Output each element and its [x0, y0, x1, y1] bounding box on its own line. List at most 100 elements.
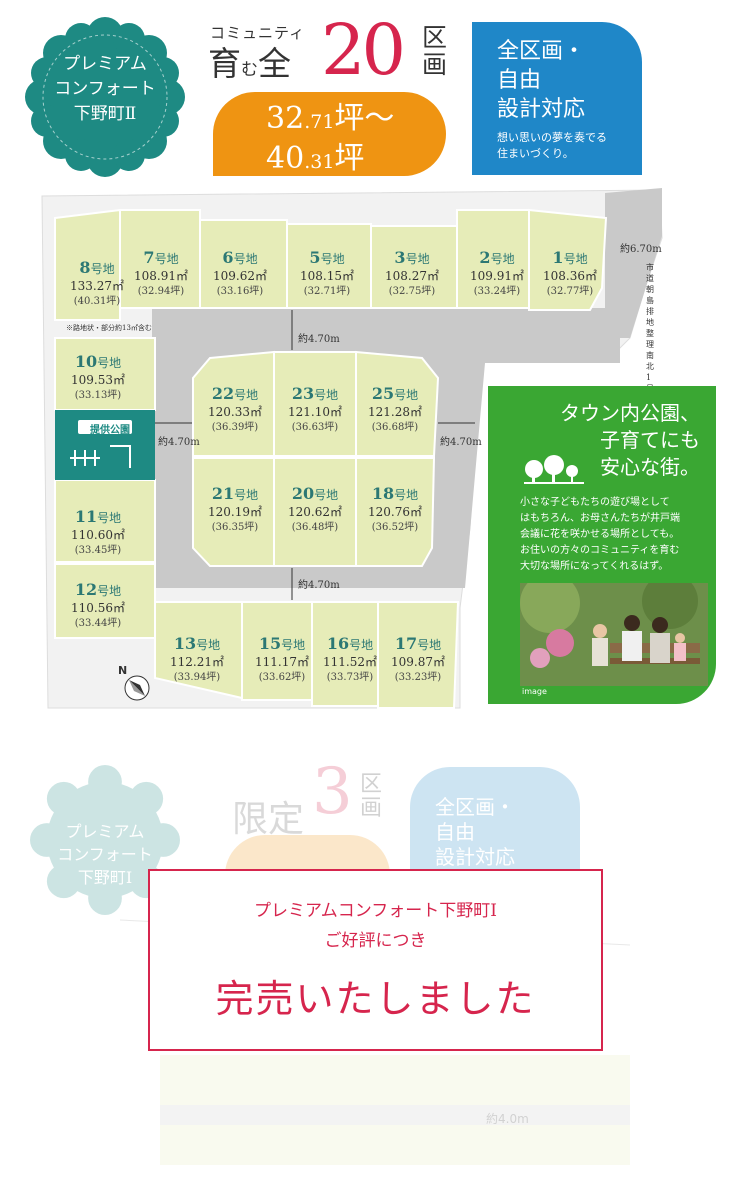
- faded-design-label: 全区画・自由設計対応: [435, 795, 515, 869]
- lot-11-label: 11号地: [74, 507, 122, 526]
- city-road-label: 市道 朝島排地整理南北1号線: [646, 263, 654, 404]
- lot-20-area: 120.62㎡: [288, 505, 342, 519]
- faded-count: 3: [312, 755, 353, 829]
- lot-3-tsubo: (32.75坪): [388, 286, 436, 297]
- lot-18-label: 18号地: [371, 484, 419, 503]
- lot-8-label: 8号地: [79, 258, 115, 277]
- lot-1-label: 1号地: [552, 248, 588, 267]
- lot-11-area: 110.60㎡: [71, 528, 125, 542]
- lot-15-label: 15号地: [258, 634, 306, 653]
- lot-7-label: 7号地: [143, 248, 179, 267]
- faded-previous-project: プレミアムコンフォート下野町Ⅰ 限定 3 区画 全区画・自由設計対応 約4.0m: [0, 755, 750, 1185]
- lot-17-area: 109.87㎡: [391, 655, 445, 669]
- lot-11-tsubo: (33.45坪): [74, 545, 122, 556]
- north-compass-icon: [124, 675, 150, 701]
- road-width-bottom: 約4.70m: [298, 580, 340, 591]
- lot-15-tsubo: (33.62坪): [258, 672, 306, 683]
- lot-16-area: 111.52㎡: [323, 655, 377, 669]
- park-feature-body: 小さな子どもたちの遊び場として はもちろん、お母さんたちが井戸端 会議に花を咲か…: [520, 497, 680, 572]
- lot-12-tsubo: (33.44坪): [74, 618, 122, 629]
- badge-label: プレミアム コンフォート 下野町Ⅱ: [54, 54, 156, 124]
- lot-16-label: 16号地: [326, 634, 374, 653]
- lot-7-area: 108.91㎡: [134, 269, 188, 283]
- family-photo: [520, 583, 708, 686]
- lot-2-tsubo: (33.24坪): [473, 286, 521, 297]
- park-feature-title: タウン内公園、 子育てにも 安心な街。: [560, 401, 700, 479]
- lot-13-area: 112.21㎡: [170, 655, 224, 669]
- sold-out-notice: [148, 869, 603, 1051]
- lot-20-tsubo: (36.48坪): [291, 522, 339, 533]
- lot-18-tsubo: (36.52坪): [371, 522, 419, 533]
- park-label: 提供公園: [90, 425, 130, 436]
- lot-10-tsubo: (33.13坪): [74, 390, 122, 401]
- lot-10-area: 109.53㎡: [71, 373, 125, 387]
- kukaku-label: 区画: [422, 23, 448, 79]
- image-label: image: [522, 687, 547, 696]
- sold-out-message: 完売いたしました: [215, 977, 536, 1021]
- lot-25-label: 25号地: [371, 384, 419, 403]
- faded-badge-icon: [30, 765, 180, 915]
- faded-kukaku: 区画: [360, 772, 383, 821]
- lot-5-tsubo: (32.71坪): [303, 286, 351, 297]
- lot-7-tsubo: (32.94坪): [137, 286, 185, 297]
- lot-2-area: 109.91㎡: [470, 269, 524, 283]
- lot-6-label: 6号地: [222, 248, 258, 267]
- lot-6-area: 109.62㎡: [213, 269, 267, 283]
- free-design-panel: [472, 22, 642, 175]
- badge-flower-icon: [25, 17, 185, 177]
- north-label: N: [118, 664, 128, 677]
- lot-12-area: 110.56㎡: [71, 601, 125, 615]
- lot-23-area: 121.10㎡: [288, 405, 342, 419]
- lot-21-area: 120.19㎡: [208, 505, 262, 519]
- tree-icon: [524, 455, 584, 484]
- road-width-right: 約4.70m: [440, 437, 482, 448]
- lot-15-area: 111.17㎡: [255, 655, 309, 669]
- lot-23-label: 23号地: [291, 384, 339, 403]
- faded-limited: 限定: [232, 799, 305, 840]
- lot-1-area: 108.36㎡: [543, 269, 597, 283]
- lot-6-tsubo: (33.16坪): [216, 286, 264, 297]
- lot-21-label: 21号地: [211, 484, 259, 503]
- lot8-note: ※路地状・部分約13㎡含む: [66, 324, 152, 332]
- lot-count: 20: [321, 9, 406, 91]
- lot-18-area: 120.76㎡: [368, 505, 422, 519]
- lot-22-tsubo: (36.39坪): [211, 422, 259, 433]
- lot-1-tsubo: (32.77坪): [546, 286, 594, 297]
- lot-17-label: 17号地: [394, 634, 442, 653]
- lot-22-area: 120.33㎡: [208, 405, 262, 419]
- lot-5-area: 108.15㎡: [300, 269, 354, 283]
- road-width-top: 約4.70m: [298, 334, 340, 345]
- faded-map: [119, 919, 631, 1165]
- lot-25-tsubo: (36.68坪): [371, 422, 419, 433]
- road-width-left: 約4.70m: [158, 437, 200, 448]
- lot-3-area: 108.27㎡: [385, 269, 439, 283]
- lot-8-area: 133.27㎡: [70, 279, 124, 293]
- lot-23-tsubo: (36.63坪): [291, 422, 339, 433]
- faded-badge-label: プレミアムコンフォート下野町Ⅰ: [57, 822, 153, 887]
- faded-blue-panel: [410, 767, 580, 887]
- faded-road-width: 約4.0m: [486, 1112, 529, 1126]
- lot-13-label: 13号地: [173, 634, 221, 653]
- lot-17-tsubo: (33.23坪): [394, 672, 442, 683]
- size-range-min: 32.71坪～: [266, 101, 395, 136]
- lot-2-label: 2号地: [479, 248, 515, 267]
- lot-3-label: 3号地: [394, 248, 430, 267]
- free-design-title: 全区画・ 自由 設計対応: [497, 39, 586, 122]
- sold-out-project-name: プレミアムコンフォート下野町Ⅰ: [253, 901, 497, 921]
- lot-10-label: 10号地: [74, 352, 122, 371]
- road-east: [605, 188, 662, 338]
- lot-12-label: 12号地: [74, 580, 122, 599]
- site-plan-map: [41, 188, 663, 709]
- lot-13-tsubo: (33.94坪): [173, 672, 221, 683]
- community-label: コミュニティ: [210, 24, 306, 42]
- headline-iku: 育む全: [208, 44, 291, 83]
- lot-21-tsubo: (36.35坪): [211, 522, 259, 533]
- lot-16-tsubo: (33.73坪): [326, 672, 374, 683]
- sold-out-thanks: ご好評につき: [324, 931, 427, 951]
- lot-20-label: 20号地: [291, 484, 339, 503]
- size-range-banner: [213, 92, 446, 176]
- lot-22-label: 22号地: [211, 384, 259, 403]
- size-range-max: 40.31坪: [266, 141, 365, 176]
- lot-25-area: 121.28㎡: [368, 405, 422, 419]
- road-width-east: 約6.70m: [620, 244, 662, 255]
